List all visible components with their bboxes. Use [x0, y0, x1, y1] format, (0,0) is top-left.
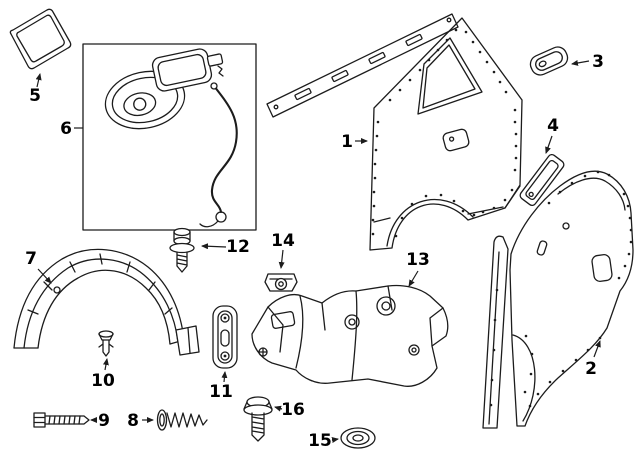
part-13-insulator[interactable] — [251, 284, 449, 387]
part-9-bolt[interactable] — [33, 412, 90, 428]
part-3-bracket[interactable] — [528, 44, 571, 78]
inner-top-flange — [557, 177, 626, 211]
pillar-inner-line — [488, 251, 500, 425]
leader-arrow-16 — [274, 405, 283, 412]
part-label-4[interactable]: 4 — [547, 116, 559, 136]
insulator-bolt-cross — [258, 347, 268, 357]
liner-outer-arc — [13, 248, 185, 349]
inner-panel-outline — [509, 170, 634, 427]
rivet-holes — [371, 28, 518, 238]
leader-arrow-11 — [221, 371, 228, 383]
leader-arrow-14 — [278, 249, 285, 269]
leader-arrow-15 — [331, 437, 339, 443]
callout-12[interactable]: 12 — [201, 237, 250, 257]
leader-arrow-12 — [201, 243, 227, 250]
part-14-nut[interactable] — [264, 273, 298, 292]
part-label-9[interactable]: 9 — [98, 411, 110, 431]
callout-4[interactable]: 4 — [545, 116, 559, 154]
callout-13[interactable]: 13 — [406, 250, 430, 287]
detail-box — [82, 43, 257, 231]
leader-arrow-3 — [571, 60, 590, 66]
lamp-opening — [591, 254, 613, 282]
leader-arrow-4 — [545, 135, 553, 154]
callout-5[interactable]: 5 — [29, 73, 42, 106]
door-hinge — [206, 53, 224, 67]
window-opening — [417, 37, 483, 115]
hinge-spring — [217, 65, 224, 77]
window-opening-inner — [422, 44, 476, 109]
panel-hole — [562, 222, 570, 230]
part-label-1[interactable]: 1 — [341, 132, 353, 152]
part-label-7[interactable]: 7 — [25, 249, 37, 269]
part-label-6[interactable]: 6 — [60, 119, 72, 139]
callout-3[interactable]: 3 — [571, 52, 604, 72]
rivet-holes-2 — [489, 170, 633, 408]
part-2-quarter-inner-panel[interactable] — [482, 170, 634, 429]
callout-11[interactable]: 11 — [209, 371, 233, 402]
part-5-patch[interactable] — [9, 8, 72, 70]
part-6-fuel-filler-door[interactable] — [82, 43, 257, 231]
insulator-outline — [251, 284, 449, 387]
callout-10[interactable]: 10 — [91, 358, 115, 391]
liner-ribs — [27, 253, 173, 315]
callout-15[interactable]: 15 — [308, 431, 339, 451]
inner-wheel-arch — [512, 334, 536, 422]
leader-arrow-7 — [37, 268, 52, 284]
body-creases — [373, 185, 521, 223]
callout-9[interactable]: 9 — [90, 411, 110, 431]
part-label-2[interactable]: 2 — [585, 359, 597, 379]
part-label-11[interactable]: 11 — [209, 382, 233, 402]
liner-side-flap — [175, 325, 200, 356]
pillar-reinforcement — [482, 235, 509, 429]
fuel-opening — [442, 128, 470, 152]
part-label-13[interactable]: 13 — [406, 250, 430, 270]
callout-6[interactable]: 6 — [60, 119, 83, 139]
callout-16[interactable]: 16 — [274, 400, 305, 420]
part-10-clip[interactable] — [98, 330, 114, 357]
callout-8[interactable]: 8 — [127, 411, 154, 431]
insulator-pocket — [270, 311, 296, 329]
part-15-grommet[interactable] — [340, 427, 376, 449]
part-label-16[interactable]: 16 — [281, 400, 305, 420]
liner-clip-hole — [53, 286, 61, 294]
part-label-15[interactable]: 15 — [308, 431, 332, 451]
leader-arrow-5 — [35, 73, 42, 88]
part-label-3[interactable]: 3 — [592, 52, 604, 72]
part-4-filler-strip[interactable] — [519, 153, 566, 207]
cable-tail — [199, 220, 219, 228]
liner-flange-arc — [23, 258, 179, 349]
part-label-12[interactable]: 12 — [226, 237, 250, 257]
cable-fitting — [210, 82, 218, 90]
part-label-14[interactable]: 14 — [271, 231, 295, 251]
part-12-screw[interactable] — [169, 227, 195, 273]
callout-1[interactable]: 1 — [341, 132, 368, 152]
part-1-quarter-panel[interactable] — [266, 13, 523, 251]
release-cable — [210, 84, 238, 214]
leader-arrow-10 — [102, 358, 109, 371]
filler-door-flap — [151, 48, 213, 92]
filler-housing — [104, 70, 186, 130]
part-16-bolt[interactable] — [243, 396, 273, 442]
part-7-wheel-arch-liner[interactable] — [13, 248, 200, 356]
leader-arrow-2 — [593, 340, 601, 358]
part-label-5[interactable]: 5 — [29, 86, 41, 106]
part-8-screw[interactable] — [156, 409, 208, 431]
part-11-bracket[interactable] — [212, 305, 238, 369]
cable-ring — [215, 211, 227, 223]
roof-rail-strip — [266, 13, 459, 118]
panel-slot — [536, 240, 548, 256]
leader-arrow-13 — [408, 270, 419, 287]
insulator-ridges — [295, 290, 358, 381]
callout-14[interactable]: 14 — [271, 231, 295, 269]
wheel-arch-flange — [386, 198, 474, 247]
liner-flap-line — [187, 327, 191, 354]
part-label-8[interactable]: 8 — [127, 411, 139, 431]
insulator-steps — [267, 285, 444, 353]
part-label-10[interactable]: 10 — [91, 371, 115, 391]
callout-2[interactable]: 2 — [585, 340, 601, 379]
liner-inner-arc — [37, 269, 171, 349]
callout-7[interactable]: 7 — [25, 249, 52, 284]
panel-outline — [369, 17, 523, 251]
